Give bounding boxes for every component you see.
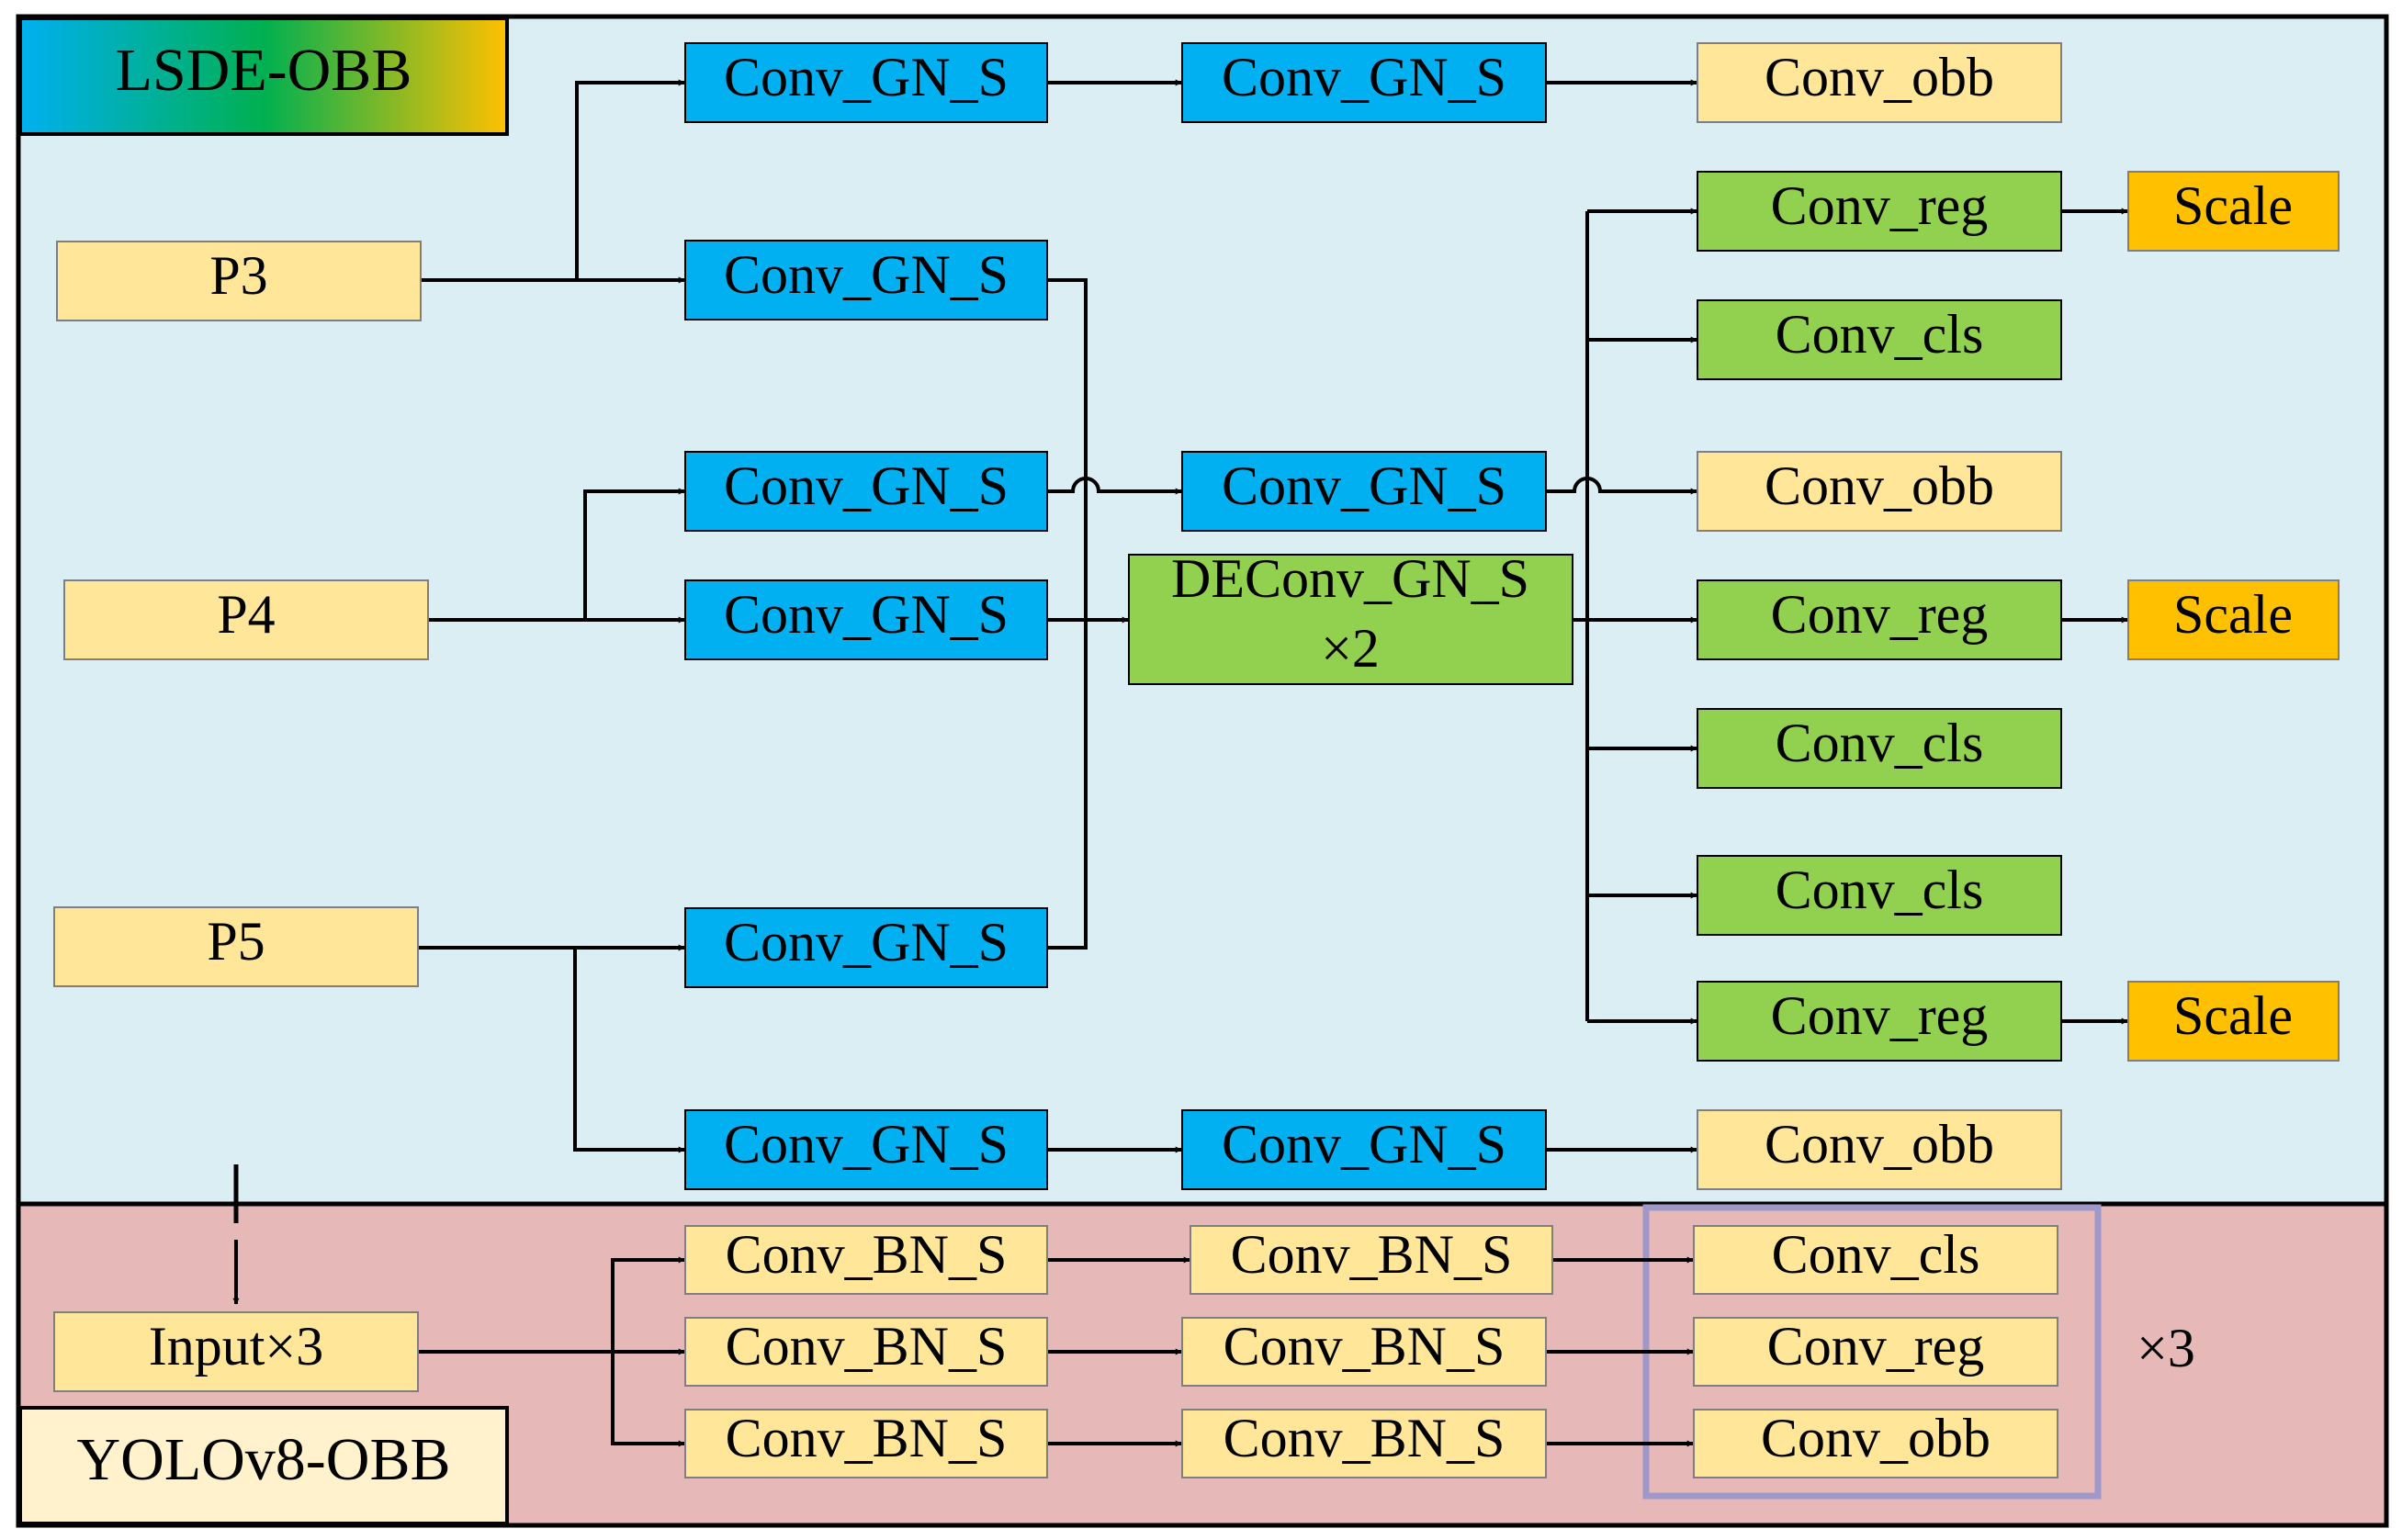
conv-gn-s-middle-2: Conv_GN_S (1181, 451, 1547, 532)
conv-obb-middle: Conv_obb (1697, 451, 2062, 532)
conv-obb-top: Conv_obb (1697, 42, 2062, 123)
conv-gn-s-top-2: Conv_GN_S (1181, 42, 1547, 123)
svg-text:Conv_BN_S: Conv_BN_S (1224, 1316, 1505, 1377)
lsde-title: LSDE-OBB (116, 37, 412, 104)
svg-text:Input×3: Input×3 (149, 1316, 324, 1377)
svg-text:Conv_BN_S: Conv_BN_S (726, 1224, 1008, 1285)
yolo-title: YOLOv8-OBB (77, 1426, 451, 1493)
svg-text:Conv_GN_S: Conv_GN_S (724, 47, 1009, 107)
conv-cls-2: Conv_cls (1697, 708, 2062, 789)
scale-1: Scale (2127, 171, 2340, 252)
svg-text:Conv_cls: Conv_cls (1772, 1224, 1980, 1285)
lsde-title-box (18, 17, 509, 136)
svg-text:Conv_GN_S: Conv_GN_S (724, 1114, 1009, 1175)
svg-text:Conv_obb: Conv_obb (1765, 47, 1994, 107)
yolo-input: Input×3 (53, 1311, 419, 1392)
lsde-connectors (418, 79, 2128, 1153)
svg-text:Conv_GN_S: Conv_GN_S (1222, 47, 1506, 107)
conv-gn-s-p3-top: Conv_GN_S (684, 42, 1048, 123)
svg-text:Scale: Scale (2173, 985, 2293, 1046)
conv-bn-s-row2-col2: Conv_BN_S (1181, 1316, 1547, 1387)
svg-text:Conv_obb: Conv_obb (1765, 455, 1994, 516)
svg-text:Conv_BN_S: Conv_BN_S (1224, 1408, 1505, 1468)
conv-bn-s-row3-col2: Conv_BN_S (1181, 1408, 1547, 1478)
svg-text:Scale: Scale (2173, 175, 2293, 236)
svg-text:Conv_GN_S: Conv_GN_S (1222, 1114, 1506, 1175)
conv-cls-1: Conv_cls (1697, 299, 2062, 380)
svg-text:Conv_obb: Conv_obb (1765, 1114, 1994, 1175)
yolo-conv-obb: Conv_obb (1693, 1408, 2058, 1478)
svg-text:P4: P4 (217, 584, 275, 645)
svg-text:Conv_GN_S: Conv_GN_S (724, 912, 1009, 972)
conv-gn-s-p5-bottom: Conv_GN_S (684, 1109, 1048, 1190)
yolo-connectors (232, 1164, 1694, 1447)
scale-2: Scale (2127, 579, 2340, 660)
svg-text:Conv_BN_S: Conv_BN_S (1231, 1224, 1513, 1285)
svg-text:Conv_BN_S: Conv_BN_S (726, 1408, 1008, 1468)
svg-text:DEConv_GN_S: DEConv_GN_S (1171, 548, 1529, 609)
yolo-title-box (18, 1406, 509, 1525)
svg-text:P5: P5 (207, 911, 265, 972)
svg-text:Conv_GN_S: Conv_GN_S (1222, 455, 1506, 516)
input-p5: P5 (53, 906, 419, 987)
conv-gn-s-bottom-2: Conv_GN_S (1181, 1109, 1547, 1190)
deconv-gn-s-block: DEConv_GN_S ×2 (1128, 548, 1573, 685)
conv-gn-s-p4: Conv_GN_S (684, 579, 1048, 660)
svg-text:Conv_BN_S: Conv_BN_S (726, 1316, 1008, 1377)
svg-text:×2: ×2 (1321, 618, 1380, 679)
svg-text:Conv_GN_S: Conv_GN_S (724, 455, 1009, 516)
conv-gn-s-p4-top: Conv_GN_S (684, 451, 1048, 532)
svg-text:Conv_obb: Conv_obb (1761, 1408, 1990, 1468)
scale-3: Scale (2127, 981, 2340, 1062)
svg-text:Conv_reg: Conv_reg (1771, 985, 1989, 1046)
svg-text:Conv_reg: Conv_reg (1771, 584, 1989, 645)
conv-reg-2: Conv_reg (1697, 579, 2062, 660)
input-p3: P3 (56, 241, 422, 321)
svg-text:Conv_GN_S: Conv_GN_S (724, 244, 1009, 305)
conv-obb-bottom: Conv_obb (1697, 1109, 2062, 1190)
svg-text:Conv_cls: Conv_cls (1776, 860, 1984, 920)
svg-text:Conv_reg: Conv_reg (1767, 1316, 1985, 1377)
conv-reg-3: Conv_reg (1697, 981, 2062, 1062)
conv-cls-3: Conv_cls (1697, 855, 2062, 936)
svg-text:Conv_GN_S: Conv_GN_S (724, 584, 1009, 645)
conv-gn-s-p5: Conv_GN_S (684, 907, 1048, 988)
conv-gn-s-p3: Conv_GN_S (684, 240, 1048, 320)
conv-bn-s-row2-col1: Conv_BN_S (684, 1316, 1048, 1387)
repeat-label: ×3 (2137, 1318, 2195, 1378)
yolo-conv-reg: Conv_reg (1693, 1316, 2058, 1387)
conv-bn-s-row1-col1: Conv_BN_S (684, 1224, 1048, 1295)
yolo-conv-cls: Conv_cls (1693, 1224, 2058, 1295)
input-p4: P4 (63, 579, 429, 660)
conv-bn-s-row3-col1: Conv_BN_S (684, 1408, 1048, 1478)
svg-text:Scale: Scale (2173, 584, 2293, 645)
svg-text:P3: P3 (209, 245, 267, 306)
conv-bn-s-row1-col2: Conv_BN_S (1190, 1224, 1553, 1295)
svg-text:Conv_cls: Conv_cls (1776, 713, 1984, 773)
svg-text:Conv_cls: Conv_cls (1776, 304, 1984, 365)
svg-text:Conv_reg: Conv_reg (1771, 175, 1989, 236)
conv-reg-1: Conv_reg (1697, 171, 2062, 252)
